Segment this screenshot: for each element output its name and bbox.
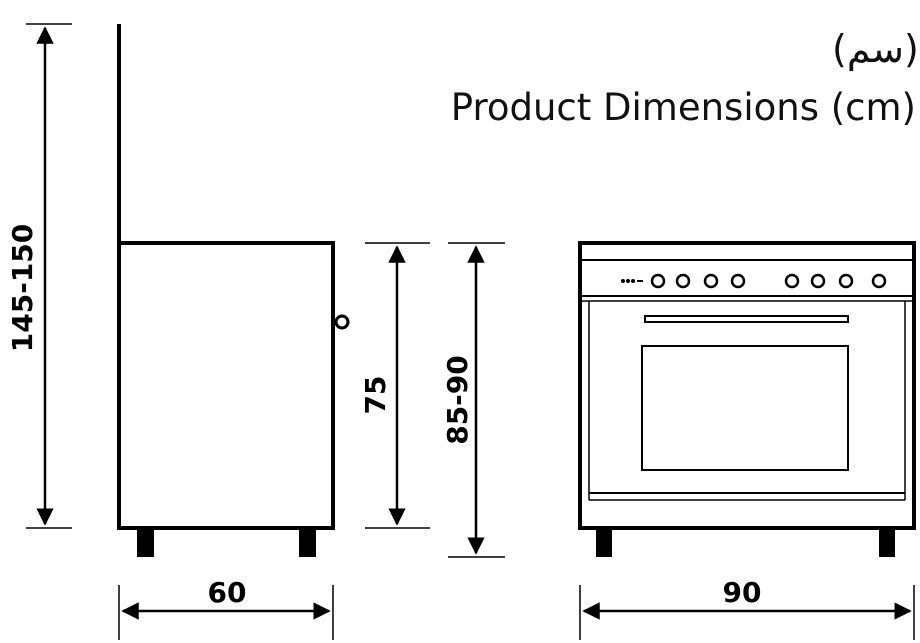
title-english: Product Dimensions (cm)	[451, 86, 916, 129]
knob-icon	[730, 273, 746, 289]
body-height-label: 75	[359, 376, 392, 415]
side-body	[117, 241, 335, 530]
side-knob-icon	[334, 314, 350, 330]
depth-label: 60	[208, 576, 247, 609]
knob-icon	[810, 273, 826, 289]
oven-handle	[644, 315, 849, 323]
total-height-label: 145-150	[6, 224, 39, 353]
display-indicator	[621, 279, 643, 283]
knob-icon	[784, 273, 800, 289]
knob-icon	[675, 273, 691, 289]
cooktop-height-label: 85-90	[441, 355, 474, 445]
knob-icon	[871, 273, 887, 289]
cooktop-height-dimension: 85-90	[441, 242, 505, 558]
width-dimension: 90	[579, 576, 915, 640]
knob-icon	[703, 273, 719, 289]
front-foot-left	[596, 528, 612, 557]
front-body	[578, 241, 916, 530]
front-foot-right	[879, 528, 895, 557]
title-arabic: أبعاد المنتج (سم)	[832, 24, 920, 72]
side-foot-right	[299, 528, 316, 557]
body-height-dimension: 75	[359, 242, 430, 529]
width-label: 90	[723, 576, 762, 609]
front-view	[578, 241, 916, 557]
depth-dimension: 60	[118, 576, 334, 640]
side-view	[117, 24, 350, 557]
knob-icon	[650, 273, 666, 289]
total-height-dimension: 145-150	[6, 23, 72, 529]
oven-window	[641, 345, 849, 471]
knob-icon	[838, 273, 854, 289]
side-foot-left	[137, 528, 154, 557]
